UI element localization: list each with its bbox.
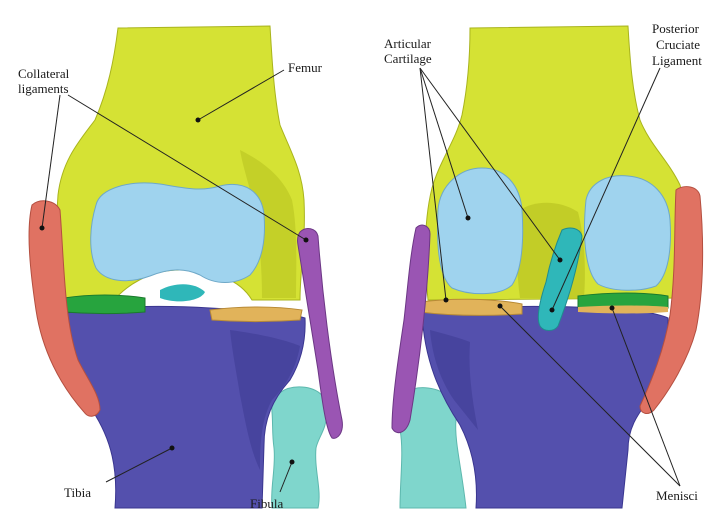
dot-collateral-left — [40, 226, 45, 231]
left-articular-cartilage — [91, 183, 265, 283]
dot-menisci-1 — [498, 304, 503, 309]
label-femur: Femur — [288, 60, 323, 75]
label-posterior-line2: Cruciate — [656, 37, 700, 52]
label-collateral-line2: ligaments — [18, 81, 69, 96]
dot-posterior-cruciate — [550, 308, 555, 313]
dot-articular-3 — [558, 258, 563, 263]
label-articular-line1: Articular — [384, 36, 432, 51]
label-fibula: Fibula — [250, 496, 283, 511]
dot-articular-2 — [444, 298, 449, 303]
left-meniscus-green — [64, 295, 145, 314]
right-articular-cartilage-medial — [585, 176, 671, 291]
label-tibia: Tibia — [64, 485, 91, 500]
dot-femur — [196, 118, 201, 123]
label-collateral-line1: Collateral — [18, 66, 70, 81]
dot-collateral-right — [304, 238, 309, 243]
right-meniscus-orange-edge — [578, 306, 668, 314]
dot-tibia — [170, 446, 175, 451]
label-menisci: Menisci — [656, 488, 698, 503]
right-articular-cartilage-lateral — [438, 168, 523, 294]
label-posterior-line3: Ligament — [652, 53, 702, 68]
dot-articular-1 — [466, 216, 471, 221]
dot-fibula — [290, 460, 295, 465]
label-articular-line2: Cartilage — [384, 51, 432, 66]
left-meniscus-orange — [210, 307, 302, 322]
dot-menisci-2 — [610, 306, 615, 311]
label-posterior-line1: Posterior — [652, 21, 700, 36]
